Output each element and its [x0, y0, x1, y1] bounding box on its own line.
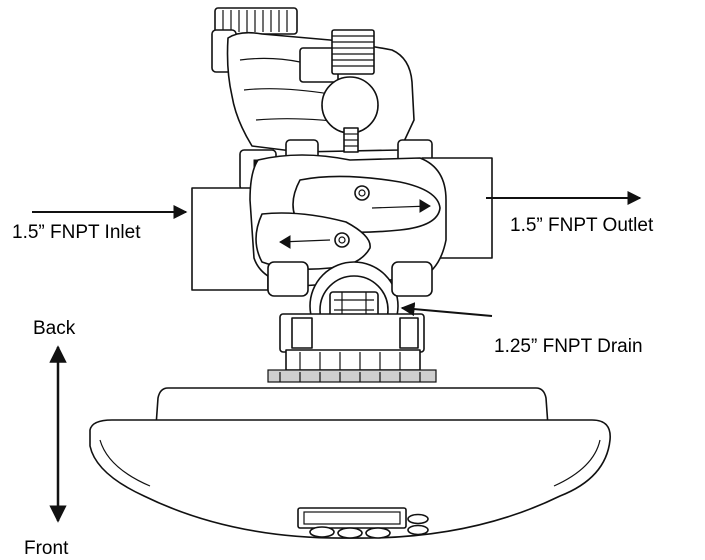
inlet-label: 1.5” FNPT Inlet	[12, 222, 141, 243]
back-label: Back	[33, 318, 76, 339]
drain-label: 1.25” FNPT Drain	[494, 336, 643, 357]
top-threaded-fitting	[331, 29, 375, 75]
outlet-label: 1.5” FNPT Outlet	[510, 215, 654, 236]
controller-display	[297, 507, 407, 529]
drain-pointer-arrow-icon	[400, 302, 493, 317]
valve-body	[89, 7, 611, 539]
front-label: Front	[24, 538, 69, 559]
controller-buttons	[309, 513, 429, 539]
controller-cover	[89, 419, 611, 539]
